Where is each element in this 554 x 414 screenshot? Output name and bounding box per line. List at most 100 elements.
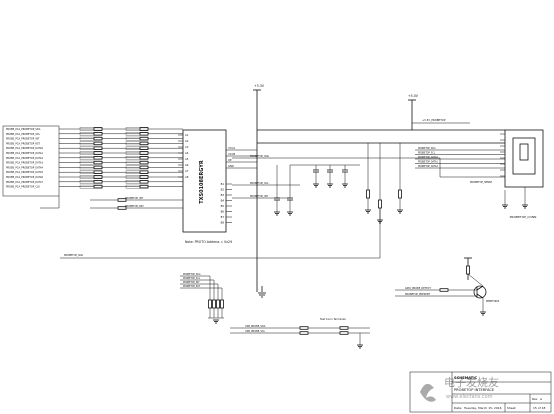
title-block-frame (409, 371, 552, 413)
connector-body (504, 129, 544, 188)
power-label-3v3: +3.3V (254, 84, 265, 88)
title-block-date-value: Tuesday, March 15, 2016 (463, 406, 502, 410)
watermark: 电子发烧友 www.elecfans.com (420, 375, 499, 402)
resistor (139, 156, 149, 160)
title-block-subtitle: PROBETOP INTERFACE (454, 388, 495, 392)
net-label: PROBETOP_RST (125, 205, 144, 208)
ic-part-label: TXS0108ERGYR (199, 160, 205, 204)
resistor (93, 184, 103, 189)
net-label: PROBE_PCA_PROBETOP_DATA0 (6, 147, 44, 150)
net-label: PROBE_PCA_PROBETOP_SCL (6, 133, 41, 136)
net-label: USB_PROBE_SCL (245, 330, 266, 333)
net-label: GPIO_PROBE_DETECT (405, 287, 431, 290)
ic-pin-label: B6 (221, 210, 225, 214)
net-label: PROBE_PCA_PROBETOP_SDA (6, 128, 41, 131)
resistor (220, 299, 224, 309)
resistor (139, 127, 149, 131)
net-label: PROBETOP_SDA (418, 147, 436, 150)
part-label: MMBT3904 (486, 300, 500, 303)
ic-pin-label: A4 (185, 151, 189, 155)
ic-power-label: GND (228, 164, 234, 168)
resistor (398, 189, 402, 199)
watermark-url: www.elecfans.com (446, 394, 493, 400)
ic-pin-label: B8 (221, 221, 225, 225)
resistor (208, 299, 212, 309)
resistor (93, 160, 103, 165)
net-label: PROBETOP_INT (250, 195, 269, 198)
resistor (139, 170, 149, 174)
ic-pin-label: A6 (185, 163, 189, 167)
transistor-emitter (476, 293, 484, 299)
left-net-group: PROBE_PCA_PROBETOP_SDA PROBE_PCA_PROBETOP… (2, 125, 183, 209)
net-label: PROBETOP_DATA1 (418, 161, 439, 164)
net-label: PROBE_PCA_PROBETOP_DATA4 (6, 166, 44, 169)
resistor (93, 151, 103, 155)
net-label: PROBE_PCA_PROBETOP_CLK (6, 186, 40, 189)
resistor (139, 160, 149, 165)
resistor (139, 146, 149, 150)
connector-jack (512, 137, 536, 175)
title-block: SCHEMATIC PROBETOP INTERFACE Rev A Date:… (409, 371, 552, 413)
net-label: PROBE_PCA_PROBETOP_DATA7 (6, 181, 44, 184)
ic-pin-label: A8 (185, 175, 189, 179)
net-label: +3.3V_PROBETOP (422, 118, 446, 122)
resistor (366, 189, 370, 199)
resistor (139, 184, 149, 189)
resistor (466, 265, 470, 275)
resistor (339, 331, 349, 335)
title-block-rev-label: Rev (532, 397, 538, 401)
ic-pin-label: A3 (185, 145, 189, 149)
watermark-logo-icon (420, 383, 436, 402)
level-shifter-ic: TXS0108ERGYR A1A2A3A4A5A6A7A8B1B2B3B4B5B… (178, 129, 257, 244)
ic-pin-label: B2 (221, 188, 225, 192)
ic-pin-label: A5 (185, 157, 189, 161)
net-label: PROBETOP_SDA (250, 155, 269, 158)
resistor (299, 331, 309, 335)
net-label: USB_PROBE_SDA (245, 325, 266, 328)
ic-power-label: VCCA (228, 146, 235, 150)
title-block-title: SCHEMATIC (454, 376, 478, 380)
ic-pin-label: B3 (221, 193, 225, 197)
net-label: PROBETOP_SCL (183, 277, 201, 280)
resistor (93, 146, 103, 150)
resistor (93, 175, 103, 179)
transistor-collector (476, 285, 484, 291)
resistor (139, 175, 149, 179)
net-label: PROBETOP_SDA (183, 273, 201, 276)
resistor (117, 198, 127, 202)
resistor (139, 165, 149, 170)
resistor (93, 156, 103, 160)
power-label-5v: +5.0V (408, 94, 419, 98)
decoupling-components (274, 143, 528, 224)
probe-connector: PROBETOP_CONN (500, 129, 544, 219)
net-label: PROBE_PCA_PROBETOP_INT (6, 138, 40, 141)
ic-pin-label: B5 (221, 204, 225, 208)
resistor (93, 165, 103, 170)
net-label: PROBE_PCA_PROBETOP_DATA1 (6, 152, 44, 155)
net-label: PROBETOP_DATA2 (418, 165, 439, 168)
net-label: PROBE_PCA_PROBETOP_DATA6 (6, 176, 44, 179)
middle-nets: PROBETOP_SDA PROBETOP_SCL PROBETOP_INT PROB… (60, 118, 505, 259)
resistor (117, 206, 127, 210)
ic-pin-label: A1 (185, 133, 189, 137)
resistor (139, 141, 149, 146)
net-label: PROBE_PCA_PROBETOP_RST (6, 142, 41, 145)
watermark-text: 电子发烧友 (444, 375, 499, 389)
test-label: Test Conn Terminals (320, 317, 346, 321)
resistor (378, 199, 382, 209)
ic-pin-label: B4 (221, 199, 225, 203)
ic-pin-label: A2 (185, 139, 189, 143)
net-label: PROBETOP_DATA0 (418, 156, 439, 159)
net-label: PROBE_PCA_PROBETOP_DATA2 (6, 157, 44, 160)
detect-transistor-block: GPIO_PROBE_DETECTPROBETOP_PRESENTMMBT390… (395, 257, 500, 316)
ic-power-label: VCCB (228, 152, 235, 156)
title-block-sheet-value: 15 of 18 (533, 406, 546, 410)
net-label: PROBE_PCA_PROBETOP_DATA5 (6, 171, 44, 174)
net-label: PROBETOP_SENSE (470, 181, 492, 184)
resistor (139, 136, 149, 141)
net-label: PROBETOP_SCL (250, 182, 269, 185)
resistor (212, 299, 216, 309)
ic-pin-label: B1 (221, 182, 225, 186)
resistor (139, 132, 149, 136)
